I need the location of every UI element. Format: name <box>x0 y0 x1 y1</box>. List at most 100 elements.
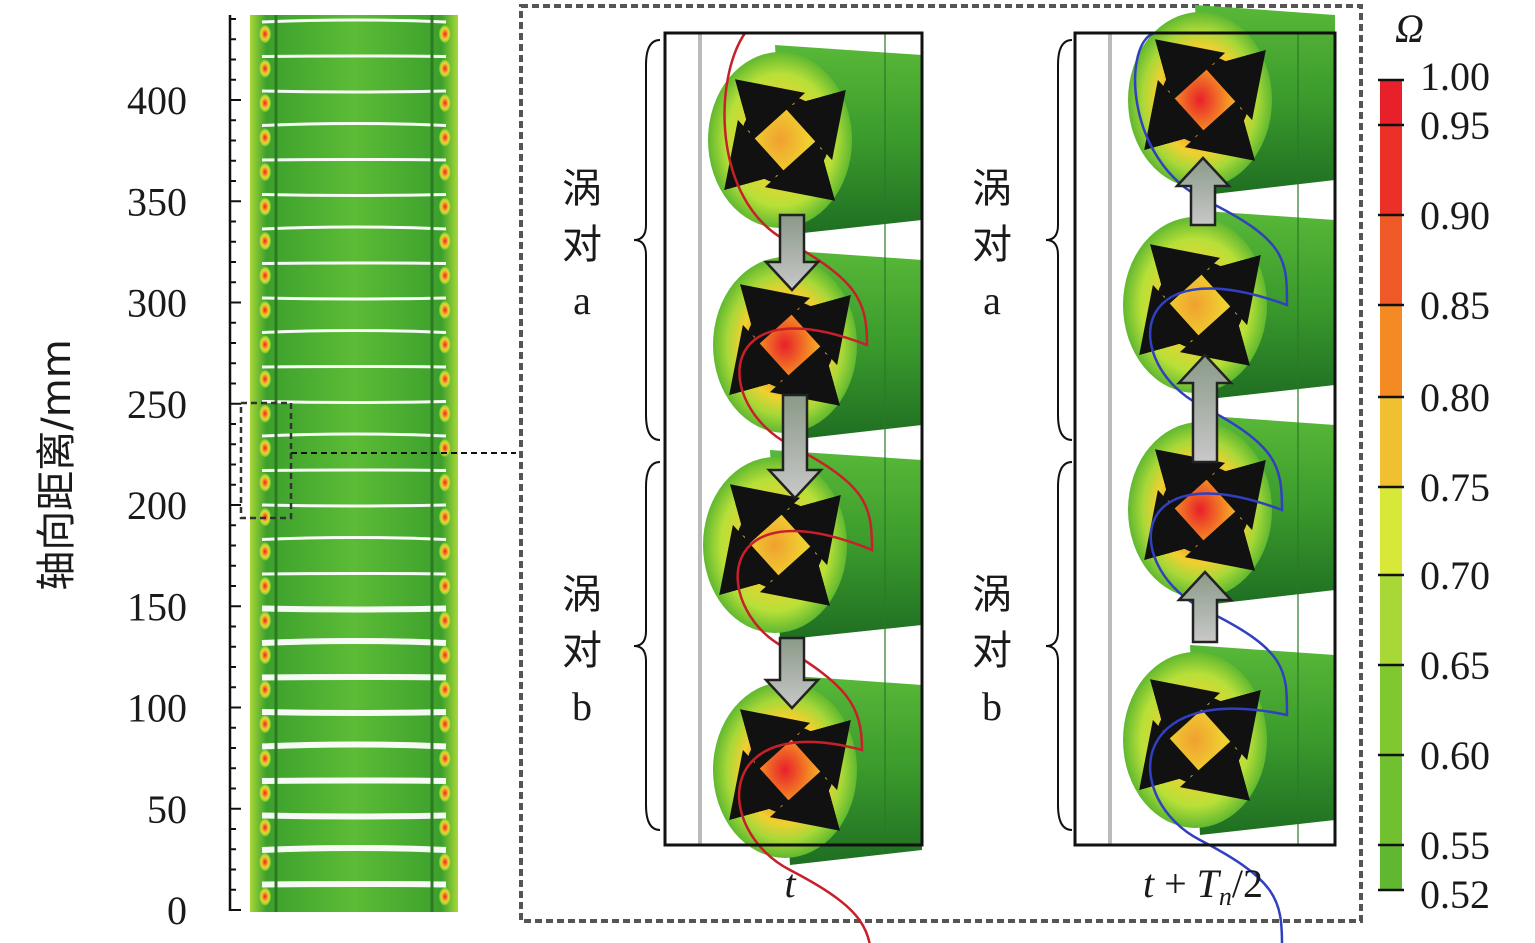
rotation-arrow-icon <box>729 484 801 546</box>
vortex-gap <box>261 89 447 94</box>
vortex-gap <box>261 536 447 541</box>
colorbar-label: 0.95 <box>1420 103 1490 148</box>
rotation-arrow-icon <box>1154 39 1226 101</box>
vortex-pair-label: a <box>983 278 1001 323</box>
wall-vortex-right <box>439 94 451 112</box>
wall-vortex-left <box>259 197 271 216</box>
wall-vortex-right <box>439 370 451 388</box>
wall-vortex-left <box>259 59 271 78</box>
wall-vortex-left <box>259 128 271 147</box>
wall-vortex-left <box>259 473 271 492</box>
vortex-gap <box>261 158 447 162</box>
wall-vortex-right <box>439 439 451 457</box>
wall-vortex-left <box>259 335 271 354</box>
colorbar-segment <box>1380 755 1402 845</box>
wall-vortex-right <box>439 128 451 147</box>
rotation-arrow-icon <box>789 294 851 366</box>
streamline <box>1133 31 1289 943</box>
wall-vortex-left <box>259 25 271 43</box>
colorbar: 1.000.950.900.850.800.750.700.650.600.55… <box>1378 54 1490 917</box>
rotation-arrow-icon <box>739 709 811 771</box>
wall-vortex-right <box>439 197 451 216</box>
y-tick-label: 250 <box>127 382 187 427</box>
wall-vortex-left <box>259 266 271 285</box>
rotation-arrow-icon <box>1149 679 1221 741</box>
rotation-arrow-icon <box>724 119 786 191</box>
y-tick-label: 100 <box>127 686 187 731</box>
vortex-pair-label: 涡 <box>972 572 1012 618</box>
colorbar-label: 0.55 <box>1420 823 1490 868</box>
rotation-arrow-icon <box>1139 284 1201 356</box>
rotation-arrow-icon <box>734 79 806 141</box>
wall-vortex-left <box>259 542 271 561</box>
vortex-core <box>1123 652 1267 828</box>
wall-vortex-left <box>259 818 271 837</box>
vortex-gap <box>261 432 447 438</box>
wall-vortex-left <box>259 611 271 630</box>
caption-T: T <box>1197 861 1222 906</box>
wall-vortex-left <box>259 439 271 457</box>
up-arrow-icon <box>1174 156 1232 227</box>
colorbar-segment <box>1380 80 1402 125</box>
wall-vortex-right <box>439 784 451 802</box>
rotation-arrow-icon <box>729 749 791 821</box>
wall-vortex-left <box>259 232 271 250</box>
y-tick-label: 50 <box>147 787 187 832</box>
colorbar-segment <box>1380 125 1402 215</box>
vortex-gap <box>261 400 447 404</box>
wall-vortex-left <box>259 715 271 733</box>
colorbar-label: 1.00 <box>1420 54 1490 99</box>
vortex-pair-label: 对 <box>562 628 602 674</box>
down-arrow-icon <box>763 636 821 710</box>
wall-vortex-left <box>259 163 271 181</box>
down-arrow-icon <box>763 213 821 292</box>
vortex-pair-label: 对 <box>562 222 602 268</box>
vortex-gap <box>261 503 447 508</box>
vortex-pair-label: 涡 <box>562 572 602 618</box>
wall-vortex-left <box>259 749 271 768</box>
wall-vortex-left <box>259 577 271 595</box>
colorbar-segment <box>1380 487 1402 575</box>
panel-border <box>663 31 924 847</box>
rotation-arrow-icon <box>729 324 791 396</box>
panel-caption-t: t <box>784 861 796 906</box>
wall-vortex-right <box>439 715 451 733</box>
vortex-pair-label: b <box>982 684 1002 729</box>
up-arrow-icon <box>1176 353 1234 464</box>
colorbar-label: 0.75 <box>1420 465 1490 510</box>
vortex-gap <box>261 812 447 820</box>
wall-vortex-right <box>439 646 451 664</box>
rotation-arrow-icon <box>1144 79 1206 151</box>
wall-vortex-left <box>259 301 271 319</box>
caption-sub-n: n <box>1219 882 1232 911</box>
colorbar-label: 0.90 <box>1420 193 1490 238</box>
vortex-gap <box>261 365 447 369</box>
wall-vortex-left <box>259 94 271 112</box>
y-tick-label: 300 <box>127 281 187 326</box>
rotation-arrow-icon <box>1144 489 1206 561</box>
wall-vortex-left <box>259 784 271 802</box>
rotation-arrow-icon <box>1139 719 1201 791</box>
wall-vortex-right <box>439 25 451 43</box>
rotation-arrow-icon <box>719 524 781 596</box>
wall-vortex-right <box>439 508 451 526</box>
vortex-gap <box>261 193 447 197</box>
vortex-gap <box>261 18 447 24</box>
colorbar-segment <box>1380 845 1402 890</box>
vortex-gap <box>261 638 447 646</box>
rotation-arrow-icon <box>1204 49 1266 121</box>
vortex-pair-label: 涡 <box>972 166 1012 212</box>
vortex-gap <box>261 122 447 127</box>
vortex-gap <box>261 261 447 265</box>
y-tick-label: 0 <box>167 888 187 933</box>
colorbar-segment <box>1380 397 1402 487</box>
wall-vortex-right <box>439 301 451 319</box>
brace <box>633 461 661 831</box>
wall-vortex-right <box>439 749 451 768</box>
rotation-arrow-icon <box>739 284 811 346</box>
colorbar-label: 0.80 <box>1420 375 1490 420</box>
detail-frame <box>519 4 1363 923</box>
wall-vortex-left <box>259 680 271 699</box>
vortex-gap <box>261 777 447 784</box>
